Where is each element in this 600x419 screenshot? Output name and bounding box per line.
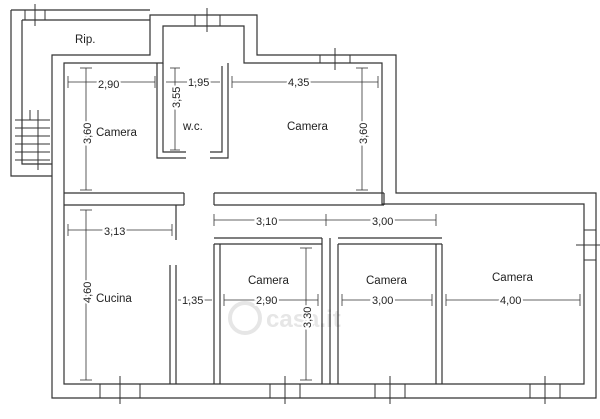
dimension-lines (67, 67, 581, 381)
room-label-camera-bottom-2: Camera (366, 275, 408, 287)
dim-camera2-w: 3,00 (372, 295, 393, 307)
dim-top-left-h: 3,60 (82, 123, 94, 144)
dim-camera1-w: 2,90 (256, 295, 277, 307)
dim-wc-w: 1,95 (188, 77, 209, 89)
room-label-rip: Rip. (75, 34, 95, 46)
room-label-camera-top-right: Camera (287, 121, 329, 133)
room-label-camera-bottom-1: Camera (248, 275, 290, 287)
dim-hall-w1: 3,10 (256, 216, 277, 228)
dim-top-right-w: 4,35 (288, 77, 309, 89)
room-label-wc: w.c. (182, 121, 203, 133)
dim-top-left-w: 2,90 (98, 79, 119, 91)
dim-wc-h: 3,55 (171, 87, 183, 108)
dim-corridor-w: 1,35 (182, 295, 203, 307)
room-label-cucina: Cucina (96, 293, 132, 305)
stairs (15, 110, 50, 170)
room-label-camera-top-left: Camera (96, 127, 138, 139)
dim-camera3-w: 4,00 (500, 295, 521, 307)
watermark-text: casa.it (266, 306, 341, 333)
dim-camera1-h: 3,30 (302, 307, 314, 328)
dim-top-right-h: 3,60 (358, 123, 370, 144)
room-label-camera-bottom-3: Camera (492, 272, 534, 284)
dim-cucina-h: 4,60 (82, 282, 94, 303)
watermark: casa.it (228, 301, 341, 335)
outer-walls (51, 14, 597, 399)
dim-cucina-w: 3,13 (104, 226, 125, 238)
interior-walls (64, 63, 443, 384)
windows (24, 4, 600, 404)
dim-hall-w2: 3,00 (372, 216, 393, 228)
